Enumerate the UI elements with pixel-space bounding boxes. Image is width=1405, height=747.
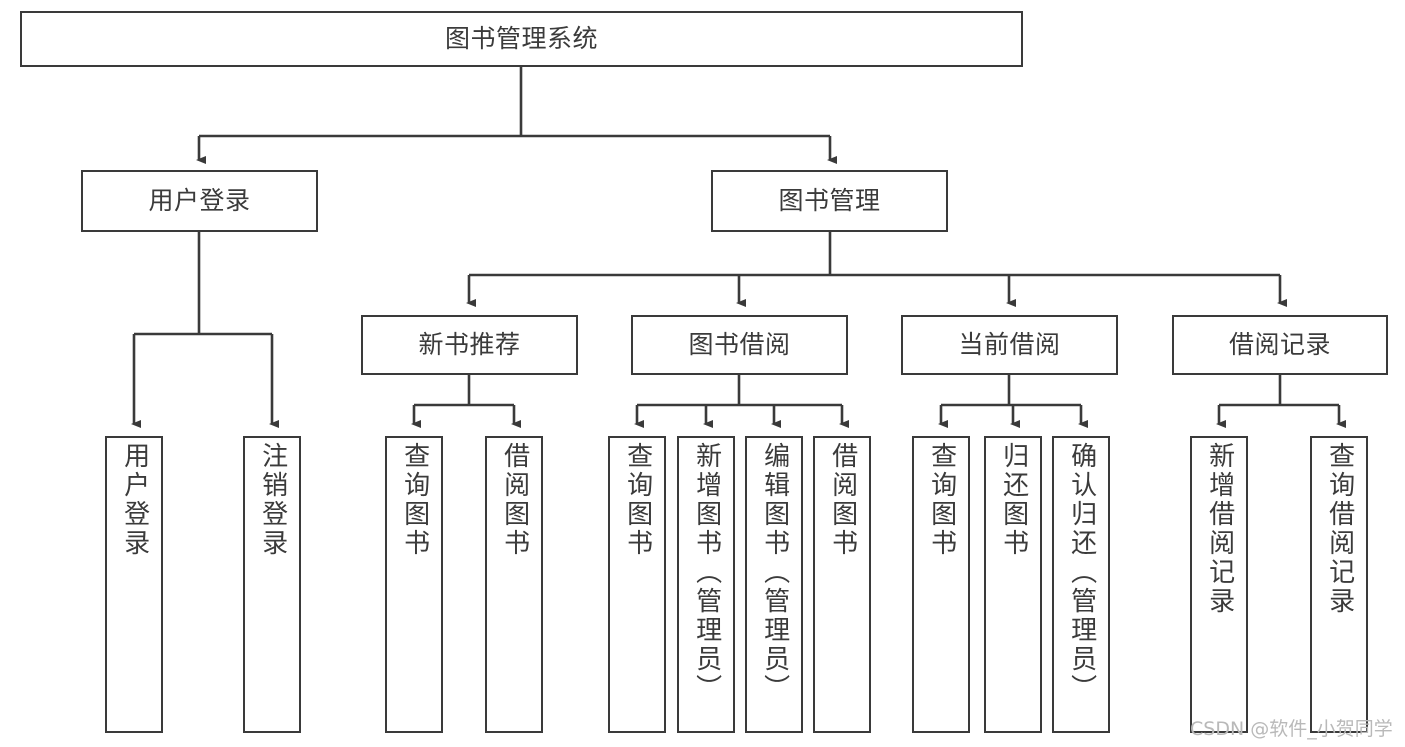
node-new-book-rec-label: 新书推荐: [418, 329, 521, 359]
node-leaf-logout[interactable]: 注销登录: [243, 436, 301, 733]
node-leaf-borrow-book-2-label: 借阅图书: [827, 442, 858, 558]
node-leaf-add-book-label: 新增图书（管理员）: [691, 442, 722, 703]
node-book-manage-label: 图书管理: [778, 185, 881, 215]
node-leaf-return-book-label: 归还图书: [998, 442, 1029, 558]
node-current-borrow[interactable]: 当前借阅: [901, 315, 1118, 375]
node-leaf-query-record-label: 查询借阅记录: [1324, 442, 1355, 616]
node-new-book-rec[interactable]: 新书推荐: [361, 315, 578, 375]
node-leaf-logout-label: 注销登录: [257, 442, 288, 558]
node-leaf-user-login-label: 用户登录: [119, 442, 150, 558]
node-leaf-query-book-3[interactable]: 查询图书: [912, 436, 970, 733]
node-leaf-confirm-return-label: 确认归还（管理员）: [1066, 442, 1097, 703]
node-root[interactable]: 图书管理系统: [20, 11, 1023, 67]
node-current-borrow-label: 当前借阅: [958, 329, 1061, 359]
node-book-manage[interactable]: 图书管理: [711, 170, 948, 232]
node-leaf-query-book-2[interactable]: 查询图书: [608, 436, 666, 733]
node-leaf-query-book-1-label: 查询图书: [399, 442, 430, 558]
node-leaf-add-record[interactable]: 新增借阅记录: [1190, 436, 1248, 733]
node-root-label: 图书管理系统: [444, 23, 598, 53]
node-leaf-add-book[interactable]: 新增图书（管理员）: [677, 436, 735, 733]
node-leaf-query-book-3-label: 查询图书: [926, 442, 957, 558]
node-leaf-query-record[interactable]: 查询借阅记录: [1310, 436, 1368, 733]
node-leaf-borrow-book-1[interactable]: 借阅图书: [485, 436, 543, 733]
node-book-borrow[interactable]: 图书借阅: [631, 315, 848, 375]
node-leaf-confirm-return[interactable]: 确认归还（管理员）: [1052, 436, 1110, 733]
node-user-login[interactable]: 用户登录: [81, 170, 318, 232]
csdn-watermark: CSDN @软件_小贺同学: [1190, 718, 1393, 740]
node-user-login-label: 用户登录: [148, 185, 251, 215]
node-leaf-return-book[interactable]: 归还图书: [984, 436, 1042, 733]
node-borrow-record[interactable]: 借阅记录: [1172, 315, 1388, 375]
node-leaf-add-record-label: 新增借阅记录: [1204, 442, 1235, 616]
node-leaf-borrow-book-2[interactable]: 借阅图书: [813, 436, 871, 733]
node-leaf-query-book-2-label: 查询图书: [622, 442, 653, 558]
node-book-borrow-label: 图书借阅: [688, 329, 791, 359]
node-leaf-edit-book-label: 编辑图书（管理员）: [759, 442, 790, 703]
node-leaf-edit-book[interactable]: 编辑图书（管理员）: [745, 436, 803, 733]
node-borrow-record-label: 借阅记录: [1228, 329, 1331, 359]
node-leaf-query-book-1[interactable]: 查询图书: [385, 436, 443, 733]
node-leaf-user-login[interactable]: 用户登录: [105, 436, 163, 733]
node-leaf-borrow-book-1-label: 借阅图书: [499, 442, 530, 558]
